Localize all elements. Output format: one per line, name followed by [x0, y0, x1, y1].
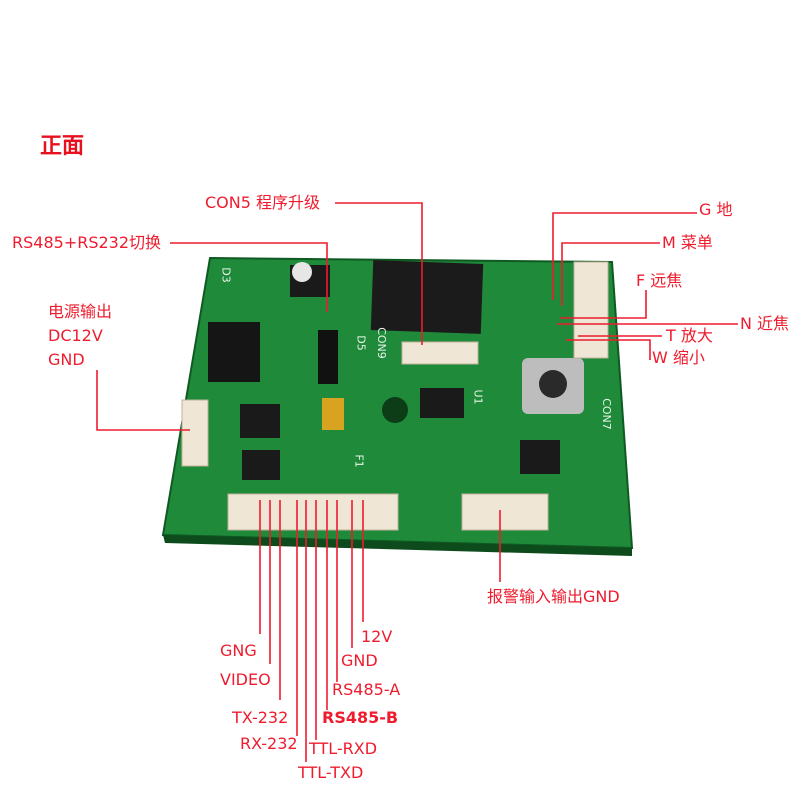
leader-con5 [335, 202, 423, 345]
label-f: F 远焦 [636, 271, 683, 290]
silk-d5: D5 [354, 335, 368, 351]
mounting-hole [292, 262, 312, 282]
silk-f1: F1 [352, 454, 366, 468]
leader-m [561, 242, 660, 306]
alarm-connector [461, 493, 549, 531]
chip-u1 [420, 388, 464, 418]
label-switch: RS485+RS232切换 [12, 233, 162, 252]
silk-con9: CON9 [374, 327, 388, 359]
label-power-gnd: GND [48, 350, 85, 369]
fuse [322, 398, 344, 430]
leader-power [96, 370, 190, 431]
pin-label-ttl-rxd: TTL-RXD [309, 739, 378, 758]
label-t: T 放大 [666, 326, 713, 345]
silk-con7: CON7 [599, 398, 613, 430]
label-g: G 地 [699, 200, 733, 219]
leader-switch [170, 242, 328, 312]
pin-label-ttl-txd: TTL-TXD [298, 763, 364, 782]
transistor-3 [520, 440, 560, 474]
silk-u1: U1 [471, 389, 485, 405]
label-con5: CON5 程序升级 [205, 193, 321, 212]
pin-label-gng: GNG [220, 641, 257, 660]
pin-label-12v: 12V [361, 627, 393, 646]
label-power-dc: DC12V [48, 326, 103, 345]
mounting-hole [382, 397, 408, 423]
power-connector [181, 399, 209, 467]
label-alarm: 报警输入输出GND [487, 587, 620, 606]
silk-d3: D3 [219, 267, 233, 283]
label-power-title: 电源输出 [48, 302, 113, 321]
transistor-2 [242, 450, 280, 480]
pin-label-rs485b: RS485-B [322, 708, 399, 727]
leader-w [566, 339, 651, 360]
pin-label-rx232: RX-232 [240, 734, 298, 753]
pin-label-video: VIDEO [220, 670, 271, 689]
pin-label-gnd: GND [341, 651, 378, 670]
leader-f [560, 290, 647, 319]
con9-connector [401, 341, 479, 365]
regulator-chip [208, 322, 260, 382]
pin-label-tx232: TX-232 [232, 708, 289, 727]
leader-g [552, 212, 697, 300]
transistor-1 [240, 404, 280, 438]
label-w: W 缩小 [652, 348, 705, 367]
main-connector [227, 493, 399, 531]
page-title: 正面 [40, 134, 85, 159]
pin-label-rs485a: RS485-A [332, 680, 401, 699]
label-m: M 菜单 [662, 233, 713, 252]
jumper [318, 330, 338, 384]
label-n: N 近焦 [740, 314, 790, 333]
con7-connector [573, 261, 609, 359]
joystick-knob [539, 370, 567, 398]
mcu-chip [370, 260, 484, 334]
leader-lines [96, 202, 738, 762]
